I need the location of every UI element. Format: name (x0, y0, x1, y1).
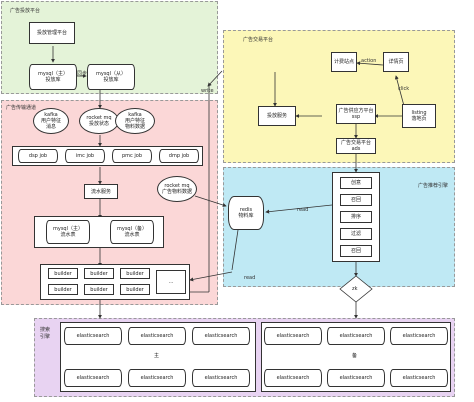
rocketmq-material-data: rocket mq 广告物料数据 (157, 176, 197, 202)
dsp-job: dsp job (18, 149, 58, 163)
builder-5: builder (84, 284, 114, 295)
es-node-3: elasticsearch (192, 327, 250, 345)
es-node-5: elasticsearch (128, 369, 186, 387)
es-node-4: elasticsearch (64, 369, 122, 387)
es-node-2: elasticsearch (128, 327, 186, 345)
redis-material-db: redis 物料库 (228, 196, 264, 230)
kafka-user-feature: kafka 用户特征 消息 (33, 108, 69, 134)
es-node-7: elasticsearch (264, 327, 322, 345)
flow-service: 流水服务 (84, 184, 118, 199)
billing-site: 计费站点 (331, 52, 357, 72)
ad-transfer-title: 广告传输通道 (6, 105, 37, 111)
ad-manage-platform: 投放管理平台 (29, 22, 75, 44)
es-node-11: elasticsearch (327, 369, 385, 387)
ad-recommend-title: 广告推荐引擎 (418, 183, 449, 189)
zk-diamond (339, 275, 373, 303)
kafka-user-material: kafka 用户特征 物料数据 (115, 108, 155, 134)
es-node-9: elasticsearch (390, 327, 448, 345)
es-main-label: 主 (154, 353, 160, 359)
es-node-8: elasticsearch (327, 327, 385, 345)
es-backup-label: 备 (352, 353, 358, 359)
builder-4: builder (48, 284, 78, 295)
imc-job: imc job (65, 149, 105, 163)
sync-label: 同步 (77, 71, 88, 77)
detail-page: 详情页 (383, 52, 409, 72)
builder-6: builder (120, 284, 150, 295)
jobs-container (12, 146, 203, 166)
read-label-2: read (244, 275, 256, 281)
mysql-main-flow: mysql（主） 流水表 (46, 220, 90, 244)
builder-2: builder (84, 268, 114, 279)
builder-3: builder (120, 268, 150, 279)
step-recall-2: 召回 (340, 245, 372, 257)
mysql-slave-ad-db: mysql（从） 投放库 (87, 64, 135, 90)
es-node-6: elasticsearch (192, 369, 250, 387)
zk-label: zk (352, 286, 358, 292)
step-recall: 召回 (340, 194, 372, 206)
ssp-platform: 广告供应方平台 ssp (336, 104, 376, 124)
read-label: read (297, 207, 309, 213)
rocketmq-ad-status: rocket mq 投放状态 (79, 108, 119, 134)
es-node-10: elasticsearch (264, 369, 322, 387)
es-node-12: elasticsearch (390, 369, 448, 387)
ads-platform: 广告交易平台 ads (336, 138, 376, 154)
ad-trade-title: 广告交易平台 (243, 37, 274, 43)
action-label: action (361, 58, 377, 64)
write-label: write (201, 88, 214, 94)
mysql-backup-flow: mysql（备） 流水表 (110, 220, 154, 244)
builder-1: builder (48, 268, 78, 279)
click-label: click (398, 86, 410, 92)
ad-platform-title: 广告投放平台 (10, 8, 41, 14)
step-creative: 创意 (340, 177, 372, 189)
listing-landing-page: listing 落地页 (402, 104, 436, 128)
search-engine-title: 搜索 引擎 (40, 327, 51, 340)
pmc-job: pmc job (112, 149, 152, 163)
step-filter: 过滤 (340, 228, 372, 240)
es-node-1: elasticsearch (64, 327, 122, 345)
step-rank: 排序 (340, 211, 372, 223)
mysql-main-ad-db: mysql（主） 投放库 (29, 64, 77, 90)
dmp-job: dmp job (159, 149, 199, 163)
ad-serving-service: 投放服务 (258, 106, 296, 126)
builder-ellipsis: ... (156, 270, 186, 294)
